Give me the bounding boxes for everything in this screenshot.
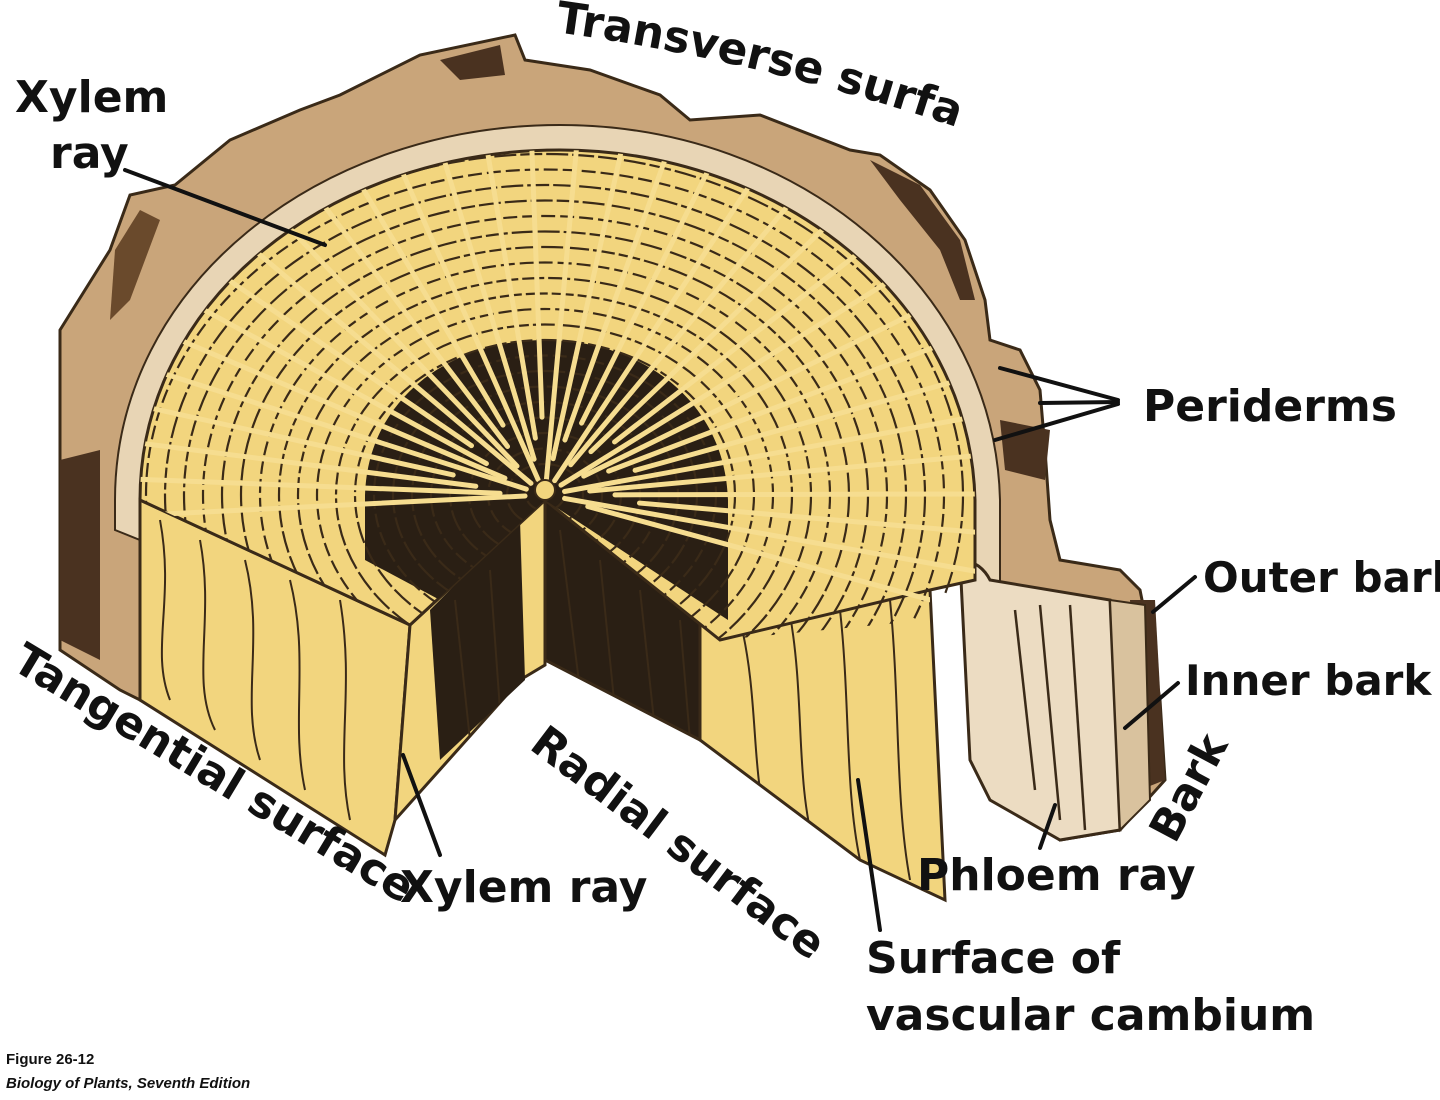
xylem-ray-line: [562, 150, 682, 443]
xylem-rays: [140, 150, 975, 620]
leader-inner-bark: [1123, 681, 1180, 730]
xylem-ray-line: [612, 491, 975, 498]
xylem-ray-line: [562, 495, 975, 579]
xylem-ray-line: [585, 504, 975, 620]
label-outer-bark: Outer bark: [1203, 553, 1440, 602]
xylem-ray-line: [558, 258, 924, 488]
bark-dark-patch: [870, 160, 975, 300]
xylem-ray-line: [550, 150, 633, 462]
xylem-ray-line: [291, 163, 511, 450]
leader-lines: [123, 168, 1197, 932]
xylem-ray-line: [140, 432, 479, 489]
leader-cambium: [856, 778, 882, 932]
xylem-ray-line: [140, 314, 508, 481]
leader-periderm-2: [1038, 400, 1120, 405]
label-inner-bark: Inner bark: [1185, 656, 1432, 705]
bark-dark-patch: [440, 45, 505, 80]
xylem-ray-line: [552, 150, 774, 484]
label-xylem-ray-bottom: Xylem ray: [400, 862, 647, 913]
phloem-side-face: [958, 558, 1122, 842]
xylem-ray-line: [477, 150, 538, 441]
xylem-ray-line: [606, 330, 975, 474]
label-xylem-ray-top-2: ray: [50, 128, 129, 179]
xylem-ray-line: [632, 368, 975, 473]
xylem-ray-line: [579, 150, 729, 426]
leader-outer-bark: [1151, 575, 1197, 614]
xylem-ray-line: [568, 172, 817, 468]
bark-dark-patch: [110, 210, 160, 320]
xylem-ray-line: [334, 150, 506, 428]
xylem-ray-line: [587, 449, 975, 494]
leader-xylem-ray-top: [123, 168, 327, 247]
bark-dark-patch: [60, 450, 100, 660]
label-periderms: Periderms: [1143, 381, 1397, 432]
xylem-ray-line: [428, 150, 537, 462]
figure-number: Figure 26-12: [6, 1051, 94, 1068]
leader-phloem-ray: [1038, 803, 1057, 850]
xylem-ray-line: [562, 408, 975, 494]
xylem-ray-line: [149, 278, 489, 467]
xylem-ray-line: [612, 226, 892, 445]
xylem-ray-line: [380, 150, 541, 483]
label-phloem-ray: Phloem ray: [917, 850, 1196, 901]
xylem-ray-line: [140, 474, 503, 496]
label-cambium-line1: Surface of: [866, 933, 1121, 984]
label-xylem-ray-top: Xylem: [15, 72, 168, 123]
xylem-ray-line: [588, 197, 856, 455]
phloem-grain-lines: [1013, 604, 1087, 831]
xylem-ray-line: [140, 352, 529, 492]
inner-bark-side: [1108, 598, 1152, 833]
pith: [534, 479, 556, 501]
xylem-ray-line: [544, 150, 583, 482]
leader-periderm-1: [998, 366, 1120, 402]
leader-periderm-3: [993, 402, 1120, 442]
leader-xylem-ray-bottom: [401, 753, 442, 857]
xylem-ray-line: [636, 500, 975, 538]
front-grain-lines: [159, 519, 911, 881]
xylem-ray-line: [581, 293, 952, 479]
label-cambium-line2: vascular cambium: [866, 990, 1315, 1041]
heartwood-left-strip: [430, 520, 525, 760]
xylem-ray-line: [212, 214, 534, 486]
xylem-ray-line: [527, 150, 545, 420]
figure-source: Biology of Plants, Seventh Edition: [6, 1075, 250, 1092]
